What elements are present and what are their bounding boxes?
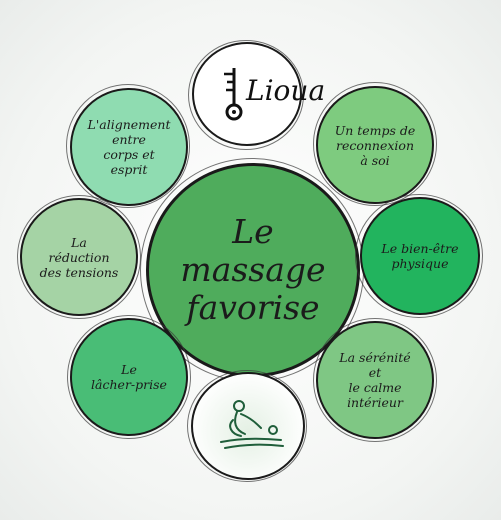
benefit-line: La sérénité et [339, 350, 411, 380]
massage-icon [220, 400, 284, 449]
benefit-line: le calme [348, 380, 402, 395]
logo-text: Lioua [246, 74, 326, 107]
center-circle: Le massage favorise [146, 163, 360, 377]
benefit-line: Un temps de [334, 122, 416, 138]
benefit-line: entre [112, 132, 146, 147]
benefit-line: physique [391, 256, 449, 271]
benefit-line: à soi [360, 152, 390, 168]
benefit-line: intérieur [347, 395, 403, 410]
benefit-line: Le [121, 362, 137, 377]
center-line-3: favorise [186, 288, 320, 327]
key-icon [224, 68, 243, 121]
benefit-tension-reduction: La réduction des tensions [20, 198, 138, 316]
benefit-line: reconnexion [335, 137, 415, 153]
benefit-line: La [71, 234, 87, 250]
benefit-alignment: L'alignement entre corps et esprit [70, 88, 188, 206]
center-line-1: Le [232, 212, 274, 251]
benefit-line: des tensions [39, 264, 119, 280]
center-line-2: massage [180, 250, 326, 289]
benefit-reconnection: Un temps de reconnexion à soi [316, 86, 434, 204]
benefit-line: L'alignement [87, 117, 171, 132]
benefit-physical-wellbeing: Le bien-être physique [360, 197, 480, 315]
benefit-serenity: La sérénité et le calme intérieur [316, 321, 434, 439]
logo-circle: Lioua [192, 42, 325, 146]
massage-circle [191, 372, 305, 480]
benefit-line: corps et esprit [103, 147, 155, 177]
benefit-line: lâcher-prise [91, 377, 167, 392]
benefit-letting-go: Le lâcher-prise [70, 318, 188, 436]
benefit-line: Le bien-être [381, 241, 459, 256]
benefit-line: réduction [48, 249, 110, 265]
